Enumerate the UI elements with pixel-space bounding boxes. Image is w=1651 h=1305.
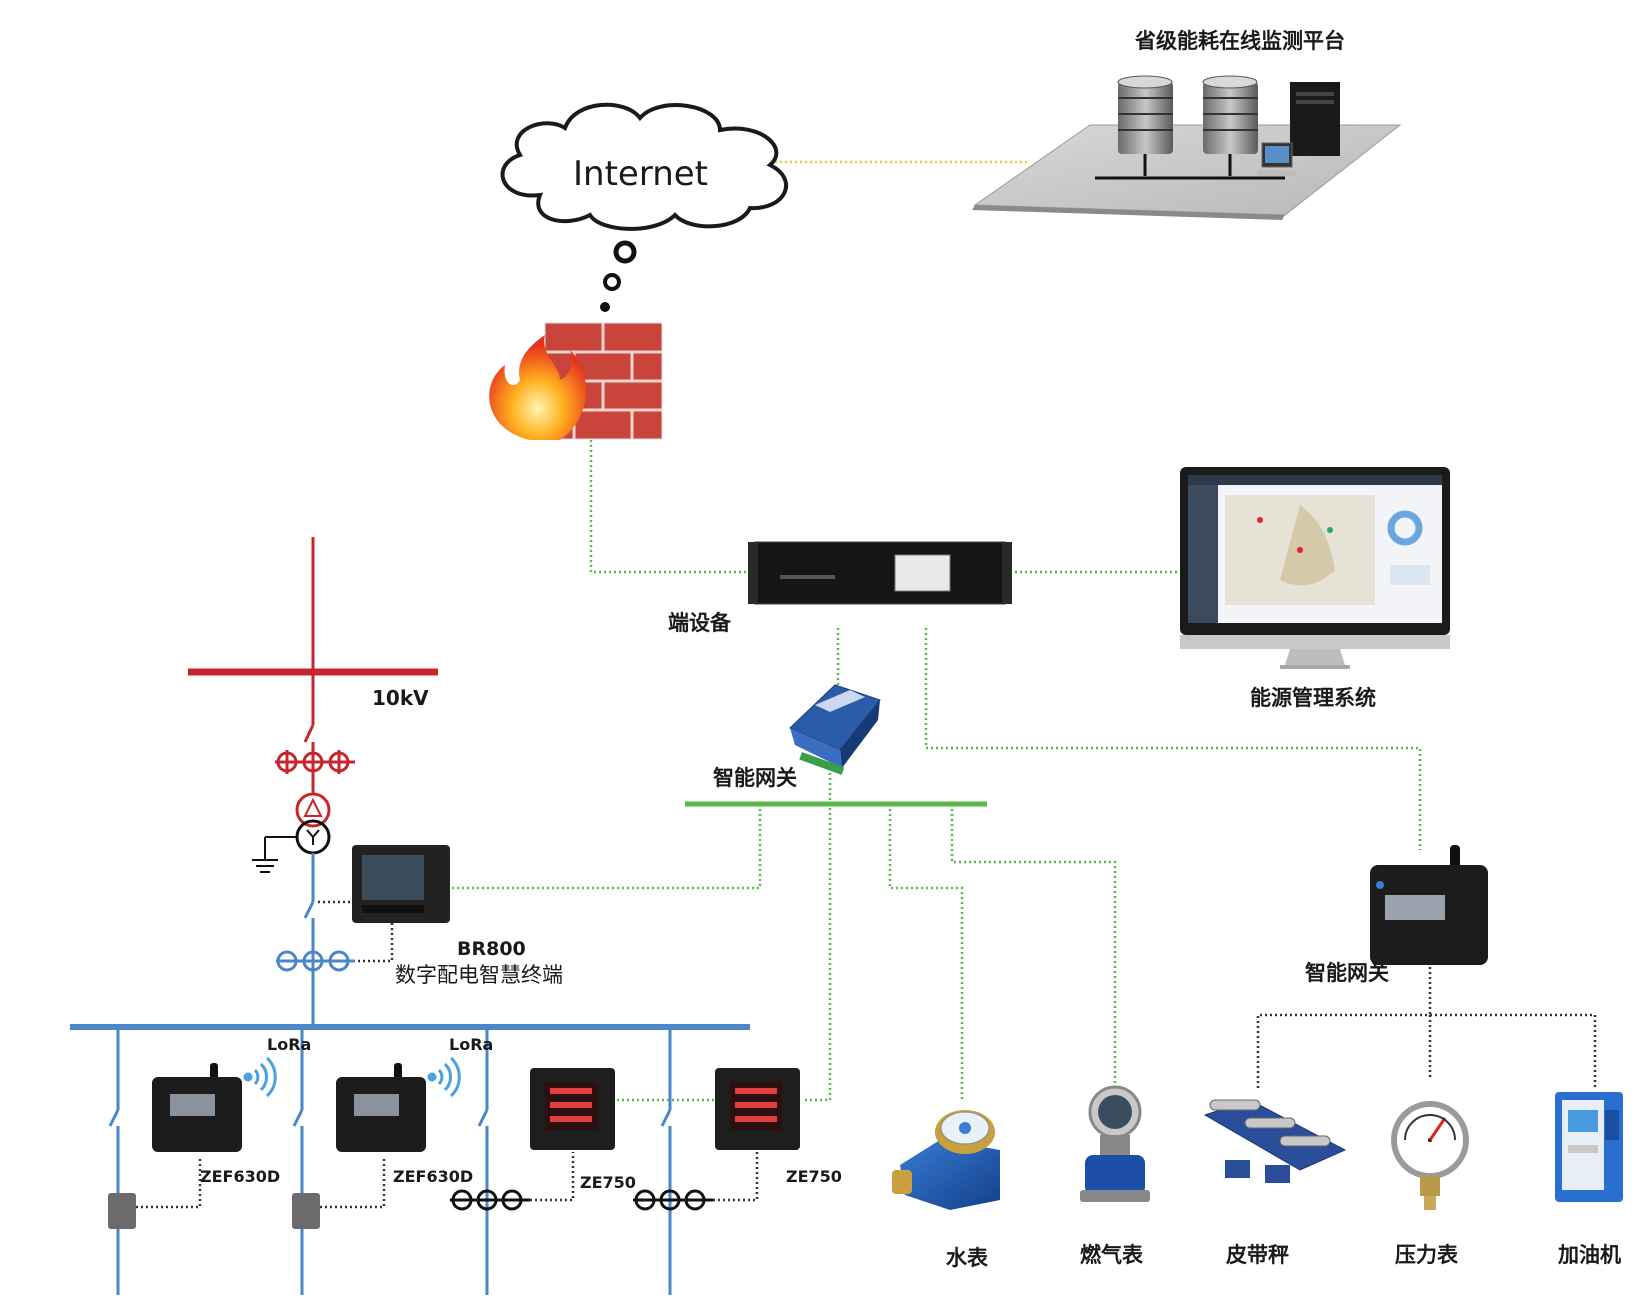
wifi-icon xyxy=(243,1056,277,1098)
flame-icon xyxy=(489,335,587,440)
gateway-center-label: 智能网关 xyxy=(713,766,797,790)
gateway-center: 智能网关 xyxy=(713,684,881,790)
terminal-device: 端设备 xyxy=(668,541,1012,635)
fuel-dispenser: 加油机 xyxy=(1555,1092,1623,1267)
water-meter: 水表 xyxy=(892,1110,1000,1270)
network-links xyxy=(450,160,1422,1102)
current-transformer-icon xyxy=(633,1189,713,1211)
ze750-meter: ZE750 xyxy=(450,1068,636,1211)
power-line-low-voltage xyxy=(276,853,355,1027)
firewall-icon xyxy=(489,322,663,440)
pressure-gauge-label: 压力表 xyxy=(1395,1243,1459,1267)
gas-meter-label: 燃气表 xyxy=(1080,1243,1144,1267)
ze750-label-2: ZE750 xyxy=(786,1167,842,1186)
energy-system-label: 能源管理系统 xyxy=(1250,686,1376,710)
current-transformer-icon xyxy=(276,950,355,972)
ground-icon xyxy=(252,836,297,873)
water-meter-label: 水表 xyxy=(946,1246,989,1270)
internet-label: Internet xyxy=(573,154,708,194)
belt-scale-label: 皮带秤 xyxy=(1226,1243,1289,1267)
current-transformer-icon xyxy=(450,1189,530,1211)
wifi-icon xyxy=(427,1056,461,1098)
database-icon xyxy=(1117,75,1173,176)
ze750-label-1: ZE750 xyxy=(580,1173,636,1192)
br800-model-label: BR800 xyxy=(457,938,526,960)
zef630d-meter: LoRa ZEF630D xyxy=(108,1035,311,1229)
fuel-dispenser-label: 加油机 xyxy=(1557,1243,1621,1267)
lora-label-2: LoRa xyxy=(449,1035,493,1054)
gateway-right-label: 智能网关 xyxy=(1305,961,1389,985)
ze750-meter: ZE750 xyxy=(633,1068,842,1211)
br800-terminal: BR800 数字配电智慧终端 xyxy=(318,845,563,987)
br800-desc-label: 数字配电智慧终端 xyxy=(395,963,563,987)
zef630d-meter: LoRa ZEF630D xyxy=(292,1035,493,1229)
lora-label-1: LoRa xyxy=(267,1035,311,1054)
internet-cloud: Internet xyxy=(500,102,789,312)
gateway-right: 智能网关 xyxy=(1305,845,1488,985)
energy-management-monitor: 能源管理系统 xyxy=(1180,467,1450,710)
database-icon xyxy=(1202,75,1258,176)
feeders xyxy=(108,1027,672,1295)
current-transformer-icon xyxy=(275,750,355,774)
zef630d-label-2: ZEF630D xyxy=(393,1167,473,1186)
pressure-gauge: 压力表 xyxy=(1391,1101,1469,1267)
voltage-label: 10kV xyxy=(372,686,429,710)
platform-label: 省级能耗在线监测平台 xyxy=(1134,29,1345,53)
provincial-platform: 省级能耗在线监测平台 xyxy=(972,29,1402,220)
power-line-high-voltage: 10kV xyxy=(188,537,438,873)
gas-meter: 燃气表 xyxy=(1080,1085,1150,1267)
belt-scale: 皮带秤 xyxy=(1203,1099,1347,1267)
zef630d-label-1: ZEF630D xyxy=(200,1167,280,1186)
terminal-device-label: 端设备 xyxy=(668,611,732,635)
server-tower-icon xyxy=(1290,82,1340,156)
right-gateway-links xyxy=(1256,962,1597,1088)
transformer-icon xyxy=(295,792,331,855)
computer-icon xyxy=(1258,142,1296,176)
